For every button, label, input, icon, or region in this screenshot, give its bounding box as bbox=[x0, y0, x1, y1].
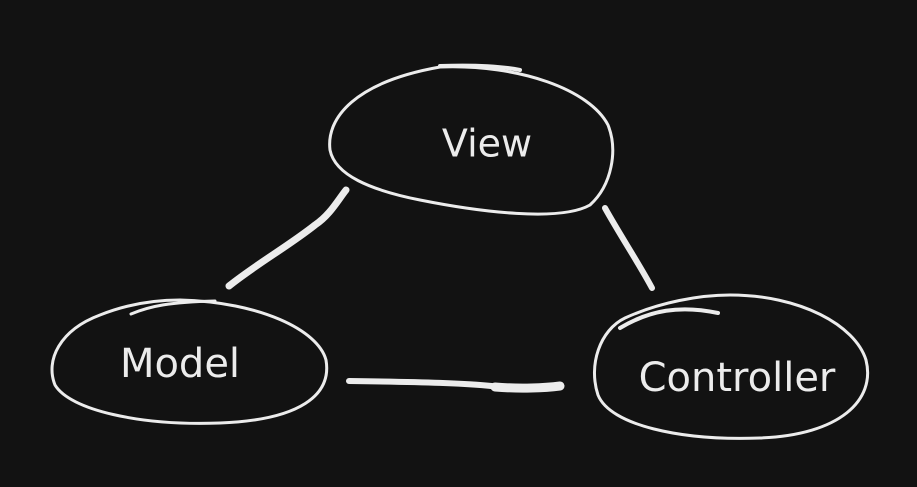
view-ellipse-overstroke bbox=[438, 63, 522, 72]
model-ellipse-overstroke bbox=[129, 299, 217, 316]
view-label: View bbox=[442, 122, 532, 166]
node-view: View bbox=[328, 63, 615, 216]
controller-ellipse-overstroke bbox=[618, 307, 720, 330]
model-ellipse bbox=[50, 298, 329, 425]
controller-ellipse bbox=[593, 293, 869, 440]
model-label: Model bbox=[120, 341, 240, 387]
controller-label: Controller bbox=[639, 355, 836, 401]
node-model: Model bbox=[50, 298, 329, 425]
edge-view-controller bbox=[602, 205, 655, 291]
edge-model-controller-end bbox=[490, 381, 565, 393]
view-ellipse bbox=[328, 65, 615, 216]
node-controller: Controller bbox=[593, 293, 869, 440]
edge-view-model bbox=[225, 186, 350, 290]
